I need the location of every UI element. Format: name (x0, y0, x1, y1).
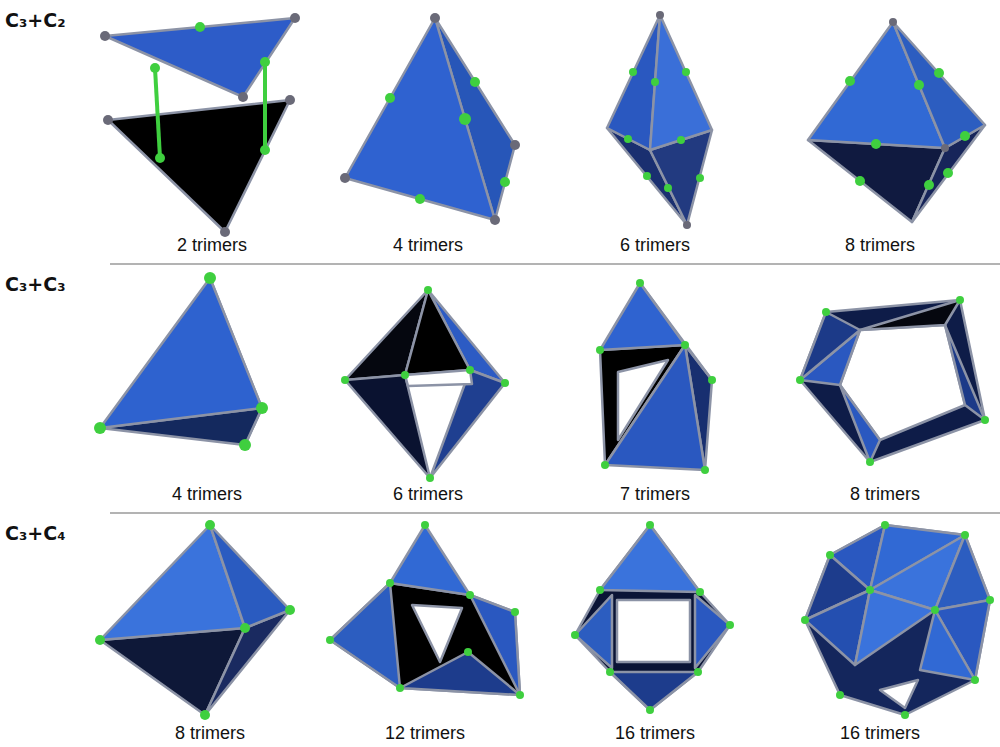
caption: 7 trimers (620, 483, 690, 505)
caption: 8 trimers (175, 722, 245, 744)
caption: 4 trimers (172, 483, 242, 505)
octahedron (100, 525, 290, 715)
row-label: C₃+C₄ (5, 521, 65, 545)
row-label: C₃+C₂ (5, 8, 65, 32)
vertex-dots (801, 521, 994, 719)
triangle-pair (105, 18, 295, 232)
row-label: C₃+C₃ (5, 272, 65, 296)
edge-dots (340, 13, 520, 225)
octahedron (808, 22, 985, 222)
vertex-dots (94, 272, 268, 451)
open-octahedron (345, 290, 505, 478)
tetrahedron (100, 278, 262, 445)
caption: 4 trimers (393, 234, 463, 256)
vertex-dots (95, 520, 295, 720)
vertex-dots (796, 296, 989, 466)
caption: 6 trimers (620, 234, 690, 256)
edge-dots (845, 18, 970, 190)
vertex-dots (341, 286, 509, 482)
caption: 16 trimers (840, 722, 920, 744)
cage-16-closed (805, 525, 990, 715)
vertex-dots (100, 13, 300, 237)
cage-12 (330, 525, 520, 695)
caption: 2 trimers (177, 234, 247, 256)
caption: 16 trimers (615, 722, 695, 744)
caption: 12 trimers (385, 722, 465, 744)
triangle-ring (800, 300, 985, 462)
row-separator (110, 263, 1000, 265)
vertex-dots (571, 521, 734, 714)
caption: 8 trimers (845, 234, 915, 256)
caption: 8 trimers (850, 483, 920, 505)
caption: 6 trimers (393, 483, 463, 505)
tetrahedron (345, 18, 515, 220)
vertex-dots (596, 279, 716, 474)
vertex-dots (326, 521, 524, 699)
cage-16-square (575, 525, 730, 710)
edge-dots (624, 11, 704, 229)
bipyramid (607, 15, 712, 225)
row-separator (110, 512, 1000, 514)
irregular-cage (600, 283, 712, 470)
